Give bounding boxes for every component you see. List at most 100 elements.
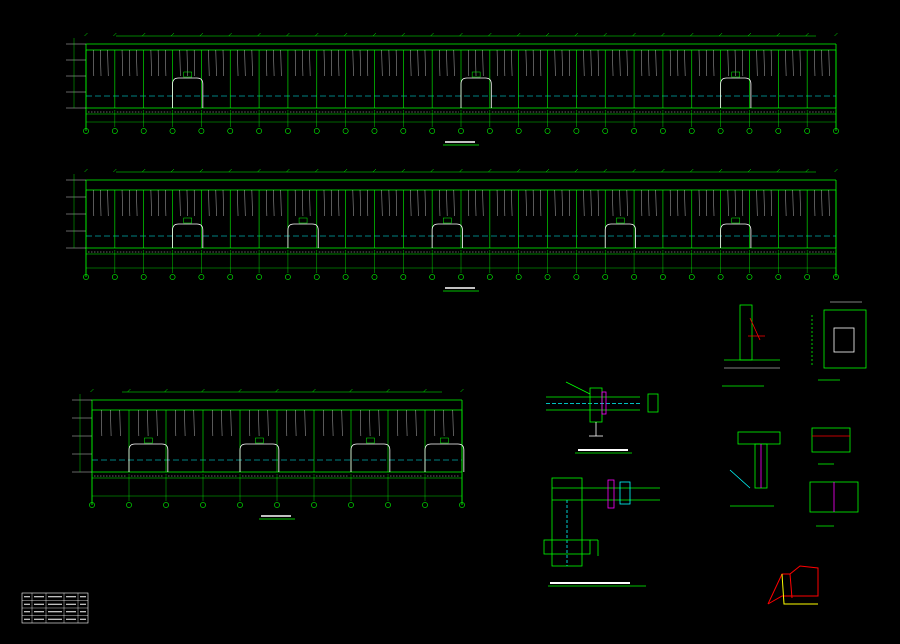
hanger-line: [525, 49, 527, 77]
hanger-line: [323, 49, 325, 77]
dimension-tick: [90, 388, 94, 393]
hanger-line: [504, 49, 506, 77]
axis-bubble: [126, 502, 132, 508]
axis-bubble: [313, 274, 320, 280]
dimension-tick: [372, 32, 377, 37]
hanger-line: [417, 189, 419, 217]
dimension-tick: [545, 32, 550, 37]
axis-bubble: [227, 274, 234, 280]
hanger-line: [338, 49, 340, 77]
hanger-line: [332, 409, 334, 437]
hanger-line: [814, 189, 816, 217]
hanger-line: [496, 189, 498, 217]
detail-plate-section[interactable]: [811, 301, 867, 381]
hanger-line: [532, 49, 534, 77]
hanger-line: [267, 409, 269, 437]
axis-bubble: [515, 274, 522, 280]
axis-bubble: [775, 274, 782, 280]
dimension-tick: [423, 388, 427, 393]
hanger-line: [439, 49, 441, 77]
hanger-line: [212, 409, 214, 437]
detail-section-2-2[interactable]: [811, 427, 851, 465]
portal-frame: [350, 443, 391, 472]
hanger-line: [136, 189, 138, 217]
hanger-line: [821, 189, 823, 217]
dimension-tick: [401, 32, 405, 37]
axis-bubble: [313, 128, 320, 134]
hanger-line: [612, 49, 614, 77]
hanger-line: [684, 189, 686, 217]
elevation-2[interactable]: [66, 168, 839, 292]
detail-section-3-3[interactable]: [809, 481, 859, 527]
hanger-line: [443, 409, 445, 437]
hanger-line: [727, 49, 729, 77]
detail-endplate-2: [607, 479, 615, 509]
hanger-line: [554, 49, 556, 77]
axis-bubble: [746, 274, 753, 280]
detail-beam-column-1[interactable]: [546, 381, 659, 454]
dimension-tick: [170, 32, 175, 37]
hanger-line: [655, 49, 657, 77]
axis-bubble: [140, 128, 147, 134]
axis-bubble: [111, 274, 118, 280]
elevation-3[interactable]: [72, 388, 465, 520]
portal-frame: [172, 77, 204, 108]
frame-tag-box: [183, 217, 192, 224]
hanger-line: [295, 409, 297, 437]
detail-column-base[interactable]: [722, 304, 780, 387]
hanger-line: [107, 49, 109, 77]
axis-bubble: [285, 128, 291, 134]
hanger-line: [756, 189, 758, 217]
hanger-line: [713, 49, 715, 77]
detail-beam-column-2[interactable]: [543, 477, 660, 587]
hanger-line: [698, 189, 700, 217]
axis-bubble: [400, 128, 407, 134]
hanger-line: [770, 189, 772, 217]
axis-bubble: [717, 274, 724, 280]
detail-isometric-bracket[interactable]: [767, 565, 819, 605]
axis-bubble: [544, 274, 551, 280]
hanger-line: [742, 49, 744, 77]
hanger-line: [468, 189, 469, 217]
axis-bubble: [660, 128, 666, 134]
hanger-line: [121, 49, 123, 77]
elevation-1[interactable]: [66, 32, 839, 146]
axis-bubble: [140, 274, 147, 280]
dimension-tick: [574, 168, 579, 173]
hanger-line: [237, 189, 239, 217]
hanger-line: [434, 409, 436, 437]
hanger-line: [684, 49, 686, 77]
hanger-line: [504, 189, 506, 217]
hanger-line: [359, 49, 361, 77]
detail-iso-web: [781, 573, 818, 605]
hanger-line: [302, 189, 304, 217]
hanger-line: [273, 189, 275, 217]
hanger-line: [828, 189, 830, 217]
hanger-line: [251, 49, 253, 77]
axis-bubble: [200, 502, 206, 508]
hanger-line: [763, 189, 765, 217]
hanger-line: [221, 409, 223, 437]
hanger-line: [215, 189, 217, 217]
axis-bubble: [371, 274, 378, 280]
dimension-tick: [545, 168, 550, 173]
hanger-line: [266, 49, 268, 77]
hanger-line: [727, 189, 729, 217]
hanger-line: [388, 189, 390, 217]
detail-column-top[interactable]: [729, 431, 781, 507]
hanger-line: [208, 189, 210, 217]
hanger-line: [641, 49, 643, 77]
detail-plate-inner: [833, 327, 855, 353]
dimension-tick: [834, 32, 838, 37]
hanger-line: [828, 49, 830, 77]
dimension-tick: [199, 168, 204, 173]
detail-top-slope: [729, 469, 751, 489]
axis-bubble: [285, 274, 291, 280]
axis-bubble: [602, 274, 609, 280]
hanger-line: [597, 49, 599, 77]
axis-bubble: [804, 128, 811, 134]
axis-bubble: [371, 128, 378, 134]
hanger-line: [669, 189, 671, 217]
legend-table[interactable]: [21, 592, 89, 624]
